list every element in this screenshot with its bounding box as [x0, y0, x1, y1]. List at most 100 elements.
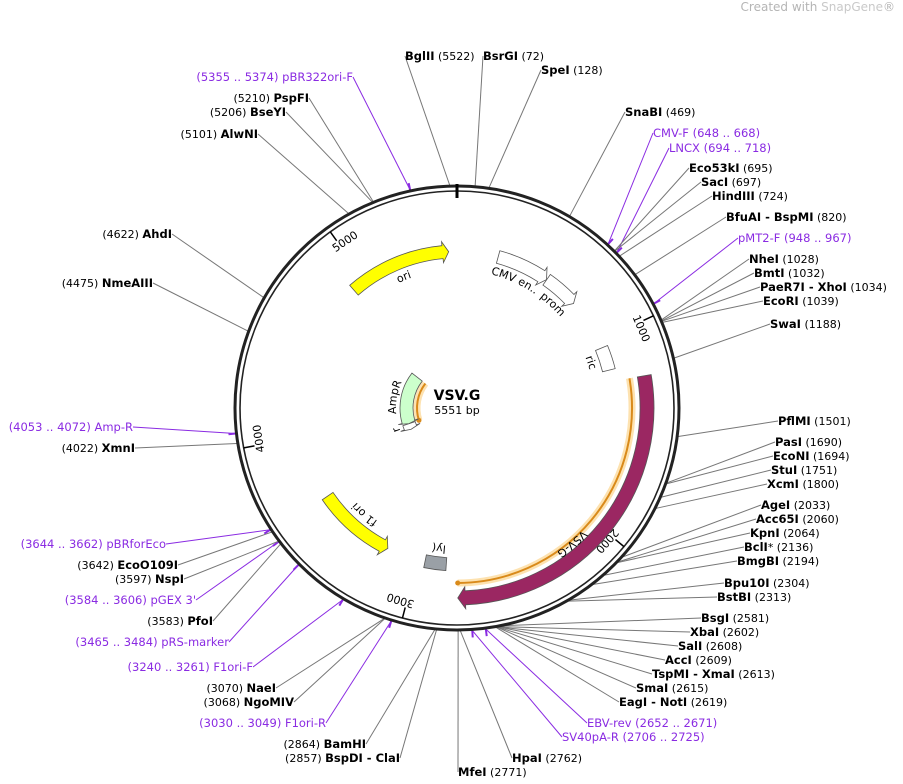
- primer-site-f1ori-f: [338, 599, 344, 607]
- site-label-eagi-noti[interactable]: EagI - NotI (2619): [619, 695, 727, 709]
- site-label-f1ori-f[interactable]: (3240 .. 3261) F1ori-F: [128, 660, 253, 674]
- site-label-ahdi[interactable]: (4622) AhdI: [102, 227, 172, 241]
- feature-ampr-promoter[interactable]: [400, 421, 421, 432]
- site-label-bmti[interactable]: BmtI (1032): [754, 266, 825, 280]
- feature-label-ori: ori: [394, 268, 412, 286]
- backbone-ring: [233, 184, 681, 632]
- leader-spei: [488, 69, 542, 188]
- leader-kpni: [617, 532, 751, 563]
- site-label-cmv-f[interactable]: CMV-F (648 .. 668): [653, 126, 760, 140]
- feature-vsv-g[interactable]: [457, 374, 655, 611]
- leader-acci: [498, 626, 666, 661]
- site-label-bpu10i[interactable]: Bpu10I (2304): [724, 576, 810, 590]
- site-label-swai[interactable]: SwaI (1188): [770, 317, 841, 331]
- site-label-bmgbi[interactable]: BmgBI (2194): [737, 554, 819, 568]
- feature-ampr[interactable]: [398, 372, 423, 425]
- site-label-smai[interactable]: SmaI (2615): [636, 681, 708, 695]
- leader-amp-r: [132, 426, 236, 435]
- leader-bmgbi: [593, 560, 738, 585]
- leader-cmv-f: [607, 132, 654, 245]
- site-label-naei[interactable]: (3070) NaeI: [206, 681, 276, 695]
- site-label-bstbi[interactable]: BstBI (2313): [717, 590, 791, 604]
- feature-chimeric-intron[interactable]: [595, 344, 616, 373]
- site-label-nhei[interactable]: NheI (1028): [749, 252, 819, 266]
- leader-ebv-rev: [485, 628, 588, 724]
- site-label-xmni[interactable]: (4022) XmnI: [62, 441, 135, 455]
- leader-xmni: [134, 443, 237, 449]
- leader-naei: [275, 618, 385, 689]
- site-label-pflmi[interactable]: PflMI (1501): [778, 414, 851, 428]
- leader-sali: [498, 626, 679, 647]
- tick-mark-5000: [329, 231, 338, 242]
- site-label-bamhi[interactable]: (2864) BamHI: [284, 737, 367, 751]
- leader-bsgi: [505, 617, 702, 627]
- site-label-pbrforeco[interactable]: (3644 .. 3662) pBRforEco: [21, 537, 166, 551]
- site-label-pgex-3[interactable]: (3584 .. 3606) pGEX 3': [65, 593, 196, 607]
- site-label-econi[interactable]: EcoNI (1694): [773, 449, 850, 463]
- site-label-bsrgi[interactable]: BsrGI (72): [483, 49, 544, 63]
- site-label-ecori[interactable]: EcoRI (1039): [763, 294, 839, 308]
- site-label-xcmi[interactable]: XcmI (1800): [767, 477, 839, 491]
- site-label-paer7i-xhoi[interactable]: PaeR7I - XhoI (1034): [760, 280, 887, 294]
- site-label-lncx[interactable]: LNCX (694 .. 718): [669, 141, 771, 155]
- leader-pbrforeco: [165, 529, 271, 545]
- site-label-prs-marker[interactable]: (3465 .. 3484) pRS-marker: [75, 635, 229, 649]
- plasmid-size: 5551 bp: [434, 404, 479, 417]
- site-label-acc65i[interactable]: Acc65I (2060): [756, 512, 839, 526]
- leader-ahdi: [171, 233, 264, 298]
- site-label-pasi[interactable]: PasI (1690): [775, 435, 842, 449]
- leader-hindiii: [619, 195, 713, 257]
- site-label-saci[interactable]: SacI (697): [701, 175, 761, 189]
- site-label-f1ori-r[interactable]: (3030 .. 3049) F1ori-R: [199, 716, 326, 730]
- site-label-bseyi[interactable]: (5206) BseYI: [210, 105, 286, 119]
- feature-cmv-promoter[interactable]: [542, 273, 578, 308]
- site-label-eco53ki[interactable]: Eco53kI (695): [689, 161, 773, 175]
- leader-bstbi: [568, 596, 718, 602]
- site-label-mfei[interactable]: MfeI (2771): [458, 765, 527, 779]
- site-label-hpai[interactable]: HpaI (2762): [512, 751, 582, 765]
- site-label-ecoo109i[interactable]: (3642) EcoO109I: [77, 558, 178, 572]
- site-label-alwni[interactable]: (5101) AlwNI: [181, 127, 258, 141]
- site-label-tspmi-xmai[interactable]: TspMI - XmaI (2613): [652, 667, 775, 681]
- primer-site-pgex-3: [272, 540, 280, 547]
- site-label-bglii[interactable]: BglII (5522): [405, 49, 475, 63]
- site-label-ngomiv[interactable]: (3068) NgoMIV: [204, 695, 295, 709]
- site-label-hindiii[interactable]: HindIII (724): [712, 189, 788, 203]
- site-label-bcli[interactable]: BclI* (2136): [744, 540, 813, 554]
- site-label-acci[interactable]: AccI (2609): [665, 653, 732, 667]
- site-label-pbr322ori-f[interactable]: (5355 .. 5374) pBR322ori-F: [196, 70, 353, 84]
- feature-ori[interactable]: [349, 240, 450, 296]
- primer-site-cmv-f: [607, 238, 614, 245]
- site-label-pspfi[interactable]: (5210) PspFI: [233, 91, 309, 105]
- primer-site-ebv-rev: [484, 629, 488, 637]
- site-label-bspdi-clai[interactable]: (2857) BspDI - ClaI: [285, 751, 400, 765]
- site-label-agei[interactable]: AgeI (2033): [761, 498, 830, 512]
- site-label-pfoi[interactable]: (3583) PfoI: [147, 614, 213, 628]
- site-label-bsgi[interactable]: BsgI (2581): [701, 611, 769, 625]
- leader-pasi: [666, 441, 776, 484]
- leader-tspmi-xmai: [497, 626, 653, 675]
- site-label-kpni[interactable]: KpnI (2064): [750, 526, 820, 540]
- site-label-nmeaiii[interactable]: (4475) NmeAIII: [62, 276, 153, 290]
- site-label-sv40pa-r[interactable]: SV40pA-R (2706 .. 2725): [562, 730, 705, 744]
- feature-arrows: CMV en...CMV promoterchimeric intronVSV-…: [0, 0, 655, 611]
- site-label-xbai[interactable]: XbaI (2602): [690, 625, 759, 639]
- feature-f1-ori[interactable]: [321, 491, 389, 556]
- site-label-spei[interactable]: SpeI (128): [541, 63, 603, 77]
- site-label-stui[interactable]: StuI (1751): [771, 463, 837, 477]
- site-label-nspi[interactable]: (3597) NspI: [115, 572, 184, 586]
- tick-label-4000: 4000: [250, 424, 267, 454]
- site-label-snabi[interactable]: SnaBI (469): [625, 105, 695, 119]
- leader-xcmi: [656, 483, 768, 509]
- leader-bglii: [404, 55, 451, 186]
- site-label-bfuai-bspmi[interactable]: BfuAI - BspMI (820): [726, 210, 847, 224]
- site-label-ebv-rev[interactable]: EBV-rev (2652 .. 2671): [587, 716, 717, 730]
- site-label-sali[interactable]: SalI (2608): [678, 639, 742, 653]
- feature-sv40-poly-a-signal[interactable]: [423, 554, 448, 572]
- feature-cmv-en[interactable]: [495, 250, 548, 287]
- site-label-amp-r[interactable]: (4053 .. 4072) Amp-R: [9, 420, 133, 434]
- watermark-reg: ®: [883, 0, 895, 14]
- leader-pfoi: [212, 543, 281, 622]
- site-label-pmt2-f[interactable]: pMT2-F (948 .. 967): [738, 231, 851, 245]
